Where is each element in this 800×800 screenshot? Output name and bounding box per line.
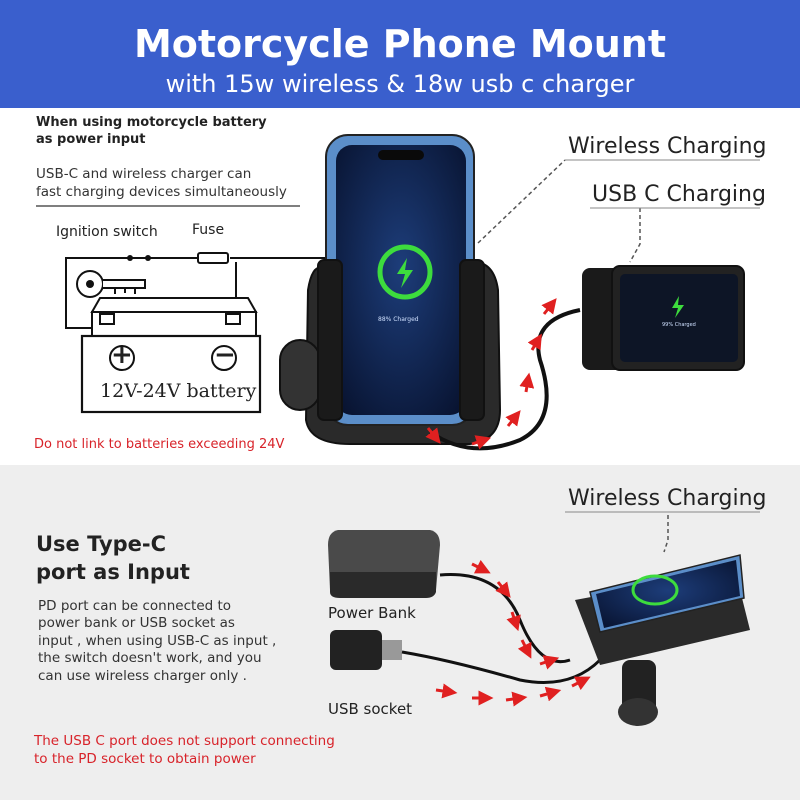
description-line: fast charging devices simultaneously	[36, 184, 287, 200]
wireless-charge-ring-icon	[377, 244, 433, 300]
power-bank-label: Power Bank	[328, 604, 416, 622]
battery-minus-symbol: −	[214, 340, 236, 370]
phone-mount-illustration	[279, 134, 502, 445]
ignition-key-icon	[76, 270, 146, 298]
warning-line: to the PD socket to obtain power	[34, 751, 256, 767]
description-line: USB-C and wireless charger can	[36, 166, 252, 182]
description-line: the switch doesn't work, and you	[38, 650, 262, 667]
power-bank-illustration	[328, 530, 440, 598]
bottom-phone-mount-illustration	[575, 554, 750, 726]
battery-input-heading: When using motorcycle battery as power i…	[36, 114, 267, 148]
battery-voltage-label: 12V-24V battery	[100, 380, 257, 402]
bottom-wireless-callout-line	[663, 515, 669, 553]
fuse-label: Fuse	[192, 222, 225, 238]
usb-socket-illustration	[330, 630, 402, 670]
type-c-heading-line: Use Type-C	[36, 532, 167, 556]
power-flow-arrows-top	[425, 298, 557, 450]
battery-illustration	[80, 297, 262, 414]
description-line: can use wireless charger only .	[38, 667, 247, 684]
ignition-switch-label: Ignition switch	[56, 224, 158, 240]
battery-input-description: USB-C and wireless charger can fast char…	[36, 165, 287, 201]
type-c-heading-line: port as Input	[36, 560, 190, 584]
page-subtitle: with 15w wireless & 18w usb c charger	[165, 70, 635, 98]
usbc-cable	[428, 308, 581, 451]
powerbank-cable	[439, 573, 571, 663]
description-line: power bank or USB socket as	[38, 615, 235, 632]
usb-socket-cable	[401, 650, 602, 684]
lightning-icon	[397, 258, 413, 288]
page-title: Motorcycle Phone Mount	[133, 22, 667, 66]
wireless-callout-line	[477, 159, 566, 244]
power-flow-arrows-bottom	[435, 559, 591, 707]
wireless-charging-label: Wireless Charging	[568, 134, 767, 159]
usbc-port-warning: The USB C port does not support connecti…	[34, 732, 335, 768]
switch-contact-icon	[127, 255, 133, 261]
usbc-charging-label: USB C Charging	[592, 182, 766, 207]
warning-line: The USB C port does not support connecti…	[34, 733, 335, 749]
usbc-callout-line	[629, 208, 641, 263]
description-line: PD port can be connected to	[38, 598, 232, 614]
type-c-input-description: PD port can be connected to power bank o…	[38, 598, 276, 685]
device-charge-status: 99% Charged	[662, 322, 696, 328]
wiring-diagram	[65, 257, 330, 329]
switch-contact-icon	[145, 255, 151, 261]
bottom-wireless-charging-label: Wireless Charging	[568, 486, 767, 511]
lightning-icon	[672, 296, 684, 318]
wireless-charge-ring-icon	[631, 574, 679, 606]
voltage-warning: Do not link to batteries exceeding 24V	[34, 437, 285, 452]
phone-charge-status: 88% Charged	[378, 316, 419, 323]
fuse-icon	[197, 252, 229, 264]
battery-plus-symbol: +	[111, 340, 133, 370]
description-line: input , when using USB-C as input ,	[38, 632, 277, 649]
battery-input-heading-line: When using motorcycle battery	[36, 115, 267, 130]
type-c-input-heading: Use Type-C port as Input	[36, 530, 190, 586]
header-banner: Motorcycle Phone Mount with 15w wireless…	[0, 0, 800, 108]
usb-socket-label: USB socket	[328, 700, 413, 718]
usbc-device-illustration	[582, 265, 745, 371]
battery-input-heading-line: as power input	[36, 132, 146, 147]
